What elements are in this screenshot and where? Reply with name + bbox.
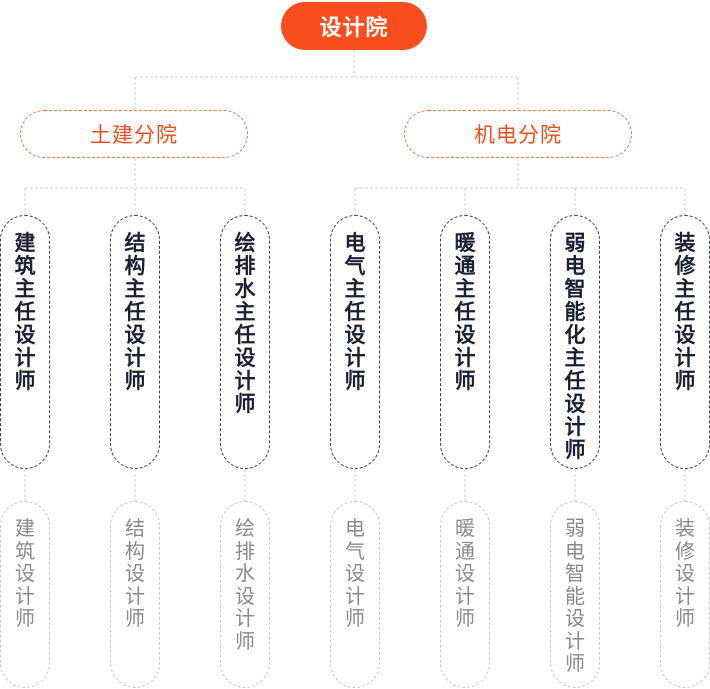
role-label: 电气主任设计师	[344, 231, 366, 393]
role-label: 弱电智能化主任设计师	[564, 231, 586, 462]
sub-role-node-structure: 结构设计师	[110, 501, 160, 688]
role-label: 结构主任设计师	[124, 231, 146, 393]
sub-role-label: 结构设计师	[125, 516, 145, 630]
sub-role-label: 电气设计师	[345, 516, 365, 630]
sub-role-node-plumbing: 绘排水设计师	[220, 501, 270, 688]
sub-role-node-architecture: 建筑设计师	[0, 501, 50, 688]
role-label: 装修主任设计师	[674, 231, 696, 393]
role-label: 暖通主任设计师	[454, 231, 476, 393]
role-node-decoration: 装修主任设计师	[660, 215, 710, 469]
role-node-hvac: 暖通主任设计师	[440, 215, 490, 469]
sub-role-node-electrical: 电气设计师	[330, 501, 380, 688]
root-label: 设计院	[319, 16, 389, 41]
sub-role-node-decoration: 装修设计师	[660, 501, 710, 688]
sub-role-label: 绘排水设计师	[235, 516, 255, 653]
sub-role-label: 装修设计师	[675, 516, 695, 630]
branch-label: 土建分院	[90, 123, 178, 147]
sub-role-label: 弱电智能设计师	[565, 516, 585, 675]
role-label: 建筑主任设计师	[14, 231, 36, 393]
sub-role-label: 暖通设计师	[455, 516, 475, 630]
role-node-electrical: 电气主任设计师	[330, 215, 380, 469]
role-node-architecture: 建筑主任设计师	[0, 215, 50, 469]
sub-role-node-hvac: 暖通设计师	[440, 501, 490, 688]
branch-label: 机电分院	[474, 123, 562, 147]
sub-role-label: 建筑设计师	[15, 516, 35, 630]
sub-role-node-low-voltage: 弱电智能设计师	[550, 501, 600, 688]
root-node: 设计院	[281, 2, 427, 50]
role-node-plumbing: 绘排水主任设计师	[220, 215, 270, 469]
branch-node-mep: 机电分院	[404, 110, 632, 158]
role-label: 绘排水主任设计师	[234, 231, 256, 416]
branch-node-civil: 土建分院	[20, 110, 248, 158]
role-node-low-voltage: 弱电智能化主任设计师	[550, 215, 600, 469]
role-node-structure: 结构主任设计师	[110, 215, 160, 469]
